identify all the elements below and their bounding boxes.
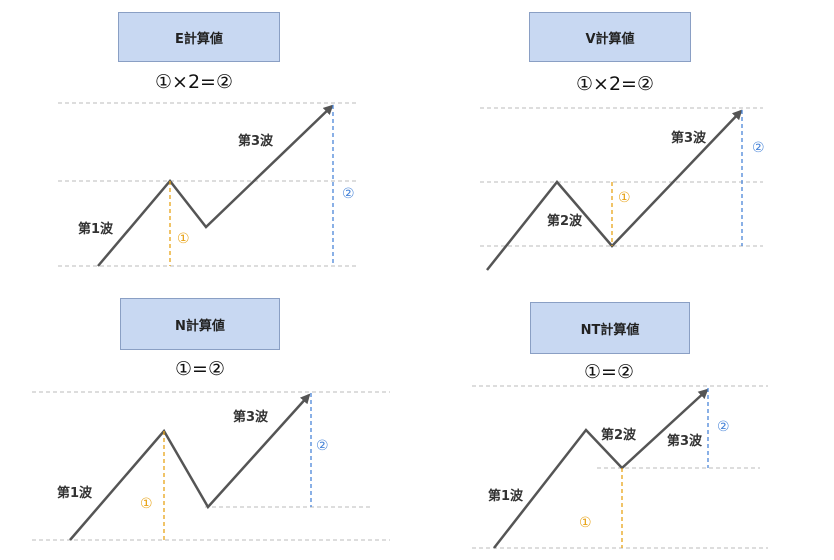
e-marker2-label: ②: [342, 186, 355, 202]
nt-wave1-label: 第1波: [488, 488, 524, 504]
v-wave3-label: 第3波: [671, 130, 707, 146]
e-calc-formula: ①×2=②: [155, 71, 233, 93]
v-wave-line: [486, 109, 743, 271]
e-wave-line: [97, 104, 334, 267]
n-calc-title: N計算値: [120, 298, 280, 350]
nt-calc-diagram: 第1波 第2波 第3波 ① ②: [472, 385, 768, 549]
n-wave3-label: 第3波: [233, 409, 269, 425]
n-marker1-label: ①: [140, 496, 153, 512]
nt-wave2-label: 第2波: [601, 427, 637, 443]
v-calc-diagram: 第2波 第3波 ① ②: [480, 107, 765, 271]
e-wave3-label: 第3波: [238, 133, 274, 149]
e-calc-diagram: 第1波 第3波 ① ②: [58, 102, 356, 267]
nt-marker1-label: ①: [579, 515, 592, 531]
nt-wave3-label: 第3波: [667, 433, 703, 449]
v-marker2-label: ②: [752, 140, 765, 156]
n-calc-diagram: 第1波 第3波 ① ②: [32, 391, 390, 541]
e-calc-title: E計算値: [118, 12, 280, 62]
v-wave2-label: 第2波: [547, 213, 583, 229]
n-wave1-label: 第1波: [57, 485, 93, 501]
nt-calc-formula: ①=②: [584, 361, 634, 383]
v-marker1-label: ①: [618, 190, 631, 206]
n-calc-formula: ①=②: [175, 358, 225, 380]
v-calc-formula: ①×2=②: [576, 73, 654, 95]
n-marker2-label: ②: [316, 438, 329, 454]
nt-wave-line: [493, 388, 709, 549]
nt-calc-title: NT計算値: [530, 302, 690, 354]
e-wave1-label: 第1波: [78, 221, 114, 237]
e-marker1-label: ①: [177, 231, 190, 247]
v-calc-title: V計算値: [529, 12, 691, 62]
nt-marker2-label: ②: [717, 419, 730, 435]
n-wave-line: [69, 393, 311, 541]
